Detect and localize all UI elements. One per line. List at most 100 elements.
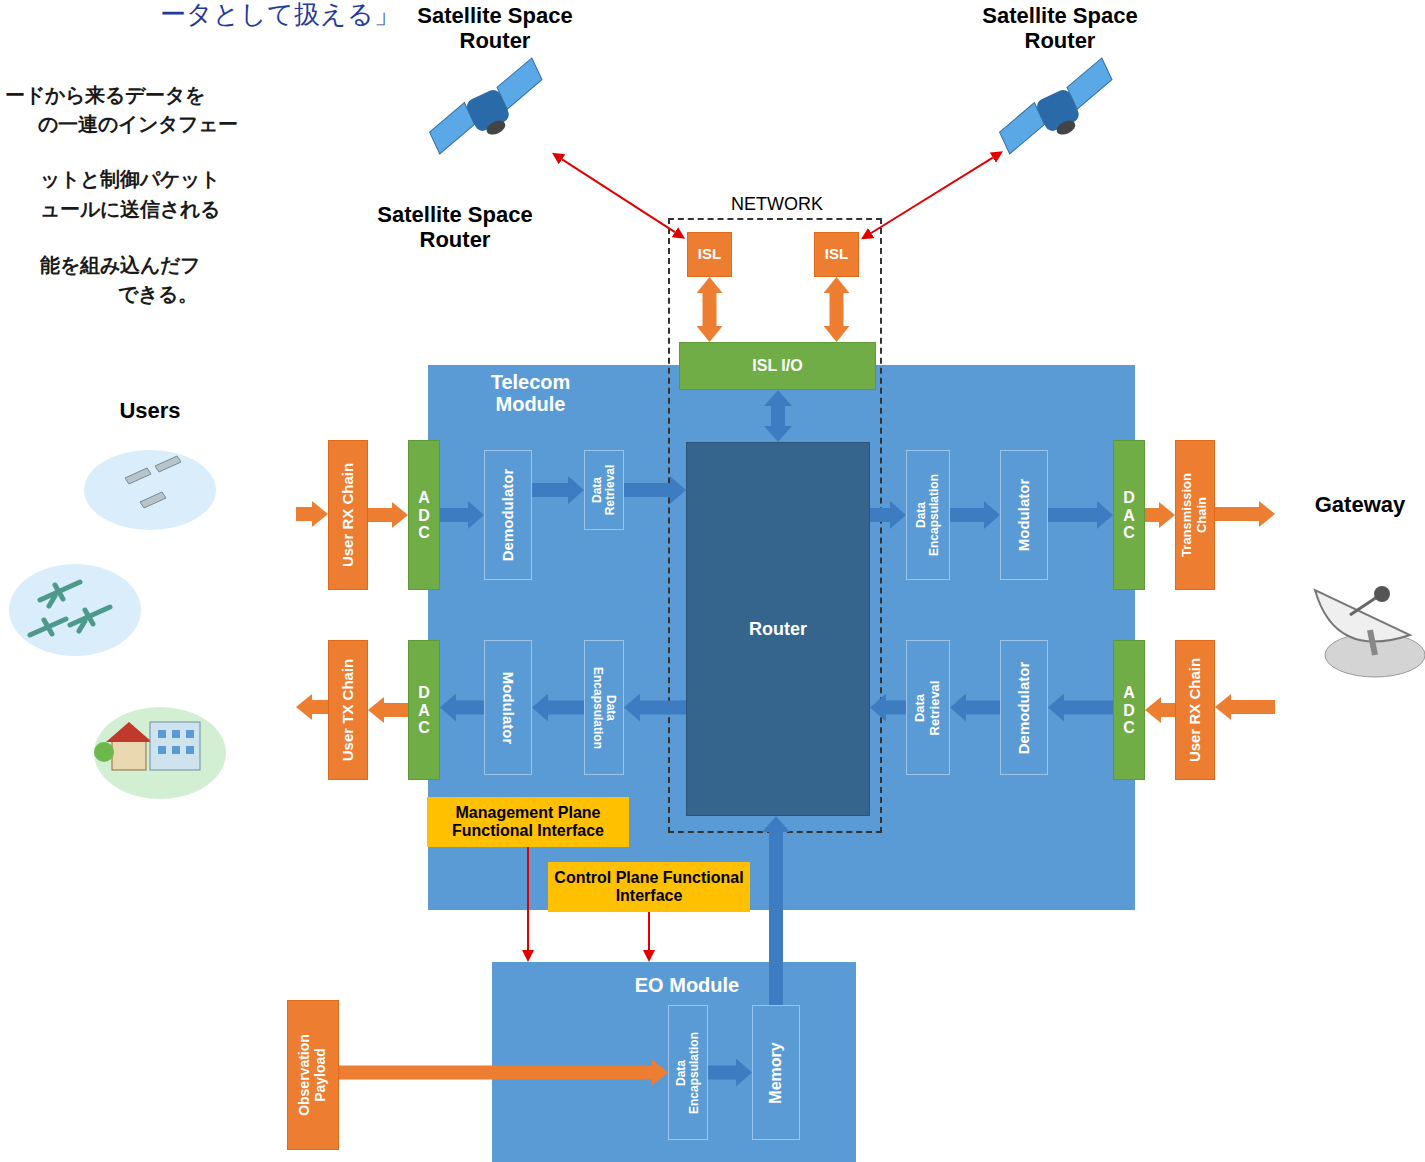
node-text: Modulator — [1016, 454, 1033, 576]
node-text: Observation Payload — [297, 1020, 328, 1130]
node-text: Satellite Space Router — [960, 4, 1160, 53]
converter-box: DAC — [408, 640, 440, 780]
data-flow-arrow — [769, 832, 783, 1005]
data-flow-arrow — [532, 483, 568, 497]
module-panel: Data Encapsulation Memory EO Module — [492, 962, 856, 1162]
node-text: Satellite Space Router — [395, 4, 595, 53]
node-text: Data Encapsulation — [675, 1028, 702, 1118]
satellite-icon — [419, 58, 554, 159]
data-flow-arrow — [1064, 701, 1113, 715]
memory-block: Memory — [752, 1005, 800, 1140]
data-flow-arrow — [640, 701, 686, 715]
function-block: Demodulator — [1000, 640, 1048, 775]
signal-arrow-part — [1231, 700, 1275, 714]
ships-icon-part — [125, 456, 181, 508]
data-flow-arrow — [624, 483, 670, 497]
data-flow-arrow — [1048, 508, 1097, 522]
data-flow-arrow — [368, 508, 392, 522]
isl-box: ISL — [814, 232, 859, 277]
ships-icon — [84, 450, 216, 530]
node-text: User RX Chain — [340, 445, 357, 585]
buildings-icon-part — [112, 740, 146, 770]
gateway-dish-icon-part — [1370, 630, 1375, 655]
node-text: Data Encapsulation — [915, 470, 942, 560]
data-flow-arrow — [456, 701, 484, 715]
node-text: Memory — [767, 1010, 785, 1136]
data-flow-arrow — [950, 508, 984, 522]
node-text: DAC — [1121, 489, 1137, 542]
node-text: User RX Chain — [1187, 644, 1204, 776]
data-flow-arrow — [708, 1066, 736, 1080]
buildings-icon-part — [94, 707, 226, 799]
interface-label-box: Management Plane Functional Interface — [427, 797, 629, 847]
node-text: DAC — [416, 684, 432, 737]
node-text: ISL I/O — [748, 357, 806, 375]
node-text: Data Retrieval — [913, 668, 942, 748]
data-flow-arrow — [870, 508, 890, 522]
satellite-label: Satellite Space Router — [365, 202, 545, 253]
link-line — [871, 158, 993, 233]
signal-arrow-part — [1215, 507, 1259, 521]
data-flow-arrow — [440, 508, 468, 522]
isl-box: ISL — [687, 232, 732, 277]
node-text: Telecom Module — [468, 371, 593, 416]
buildings-icon-part — [94, 742, 114, 762]
converter-box: DAC — [1113, 440, 1145, 590]
gateway-dish-icon-part — [1374, 586, 1390, 602]
node-text: Control Plane Functional Interface — [548, 869, 750, 905]
gateway-dish-icon — [1315, 586, 1425, 677]
node-text: NETWORK — [670, 194, 884, 214]
data-flow-arrow — [703, 293, 717, 326]
function-block: Data Retrieval — [906, 640, 950, 775]
data-flow-arrow — [886, 701, 906, 715]
rf-chain-box: Transmission Chain — [1175, 440, 1215, 590]
node-text: ADC — [416, 489, 432, 542]
buildings-icon-part — [150, 722, 200, 770]
data-flow-arrow — [384, 703, 408, 717]
body-text-line: ュールに送信される — [40, 198, 300, 221]
node-text: ISL — [821, 246, 852, 263]
node-text: Management Plane Functional Interface — [427, 804, 629, 840]
node-text: EO Module — [612, 974, 762, 996]
node-text: Router — [745, 619, 811, 639]
body-text-line: 能を組み込んだフ — [40, 254, 300, 277]
slide-title-fragment: ータとして扱える」 — [160, 0, 420, 30]
function-block: Data Encapsulation — [906, 450, 950, 580]
body-text-line: できる。 — [118, 283, 318, 306]
link-line — [562, 159, 675, 232]
data-flow-arrow — [830, 293, 844, 326]
node-text: Data Encapsulation — [591, 663, 618, 753]
link-line — [648, 912, 650, 950]
converter-box: ADC — [408, 440, 440, 590]
data-flow-arrow — [339, 1066, 652, 1080]
node-text: Transmission Chain — [1180, 465, 1209, 565]
data-flow-arrow — [1161, 703, 1175, 717]
rf-chain-box: User TX Chain — [328, 640, 368, 780]
buildings-icon-part — [106, 722, 152, 742]
function-block: Modulator — [484, 640, 532, 775]
node-text: Demodulator — [1016, 645, 1033, 771]
rf-chain-box: User RX Chain — [328, 440, 368, 590]
data-flow-arrow — [1145, 508, 1159, 522]
satellite-icon-part — [1054, 118, 1077, 137]
gateway-dish-icon-part — [1315, 590, 1410, 642]
network-boundary: ISLISLISL I/ORouterNETWORK — [668, 218, 882, 833]
node-text: User TX Chain — [340, 644, 357, 776]
converter-box: ADC — [1113, 640, 1145, 780]
airplanes-icon — [9, 564, 141, 656]
signal-arrow-part — [296, 507, 312, 521]
data-flow-arrow — [548, 701, 584, 715]
node-text: Modulator — [500, 645, 517, 771]
buildings-icon — [94, 707, 226, 799]
function-block: Data Retrieval — [584, 450, 624, 530]
link-line — [527, 847, 529, 950]
body-text-line: ットと制御パケット — [40, 168, 300, 191]
gateway-label: Gateway — [1300, 492, 1420, 517]
body-text-line: の一連のインタフェー — [38, 113, 298, 136]
payload-box: Observation Payload — [287, 1000, 339, 1150]
node-text: Data Retrieval — [591, 454, 618, 526]
airplanes-icon-part — [9, 564, 141, 656]
io-box: ISL I/O — [679, 342, 876, 390]
data-flow-arrow — [771, 406, 785, 426]
router-box: Router — [686, 442, 870, 816]
